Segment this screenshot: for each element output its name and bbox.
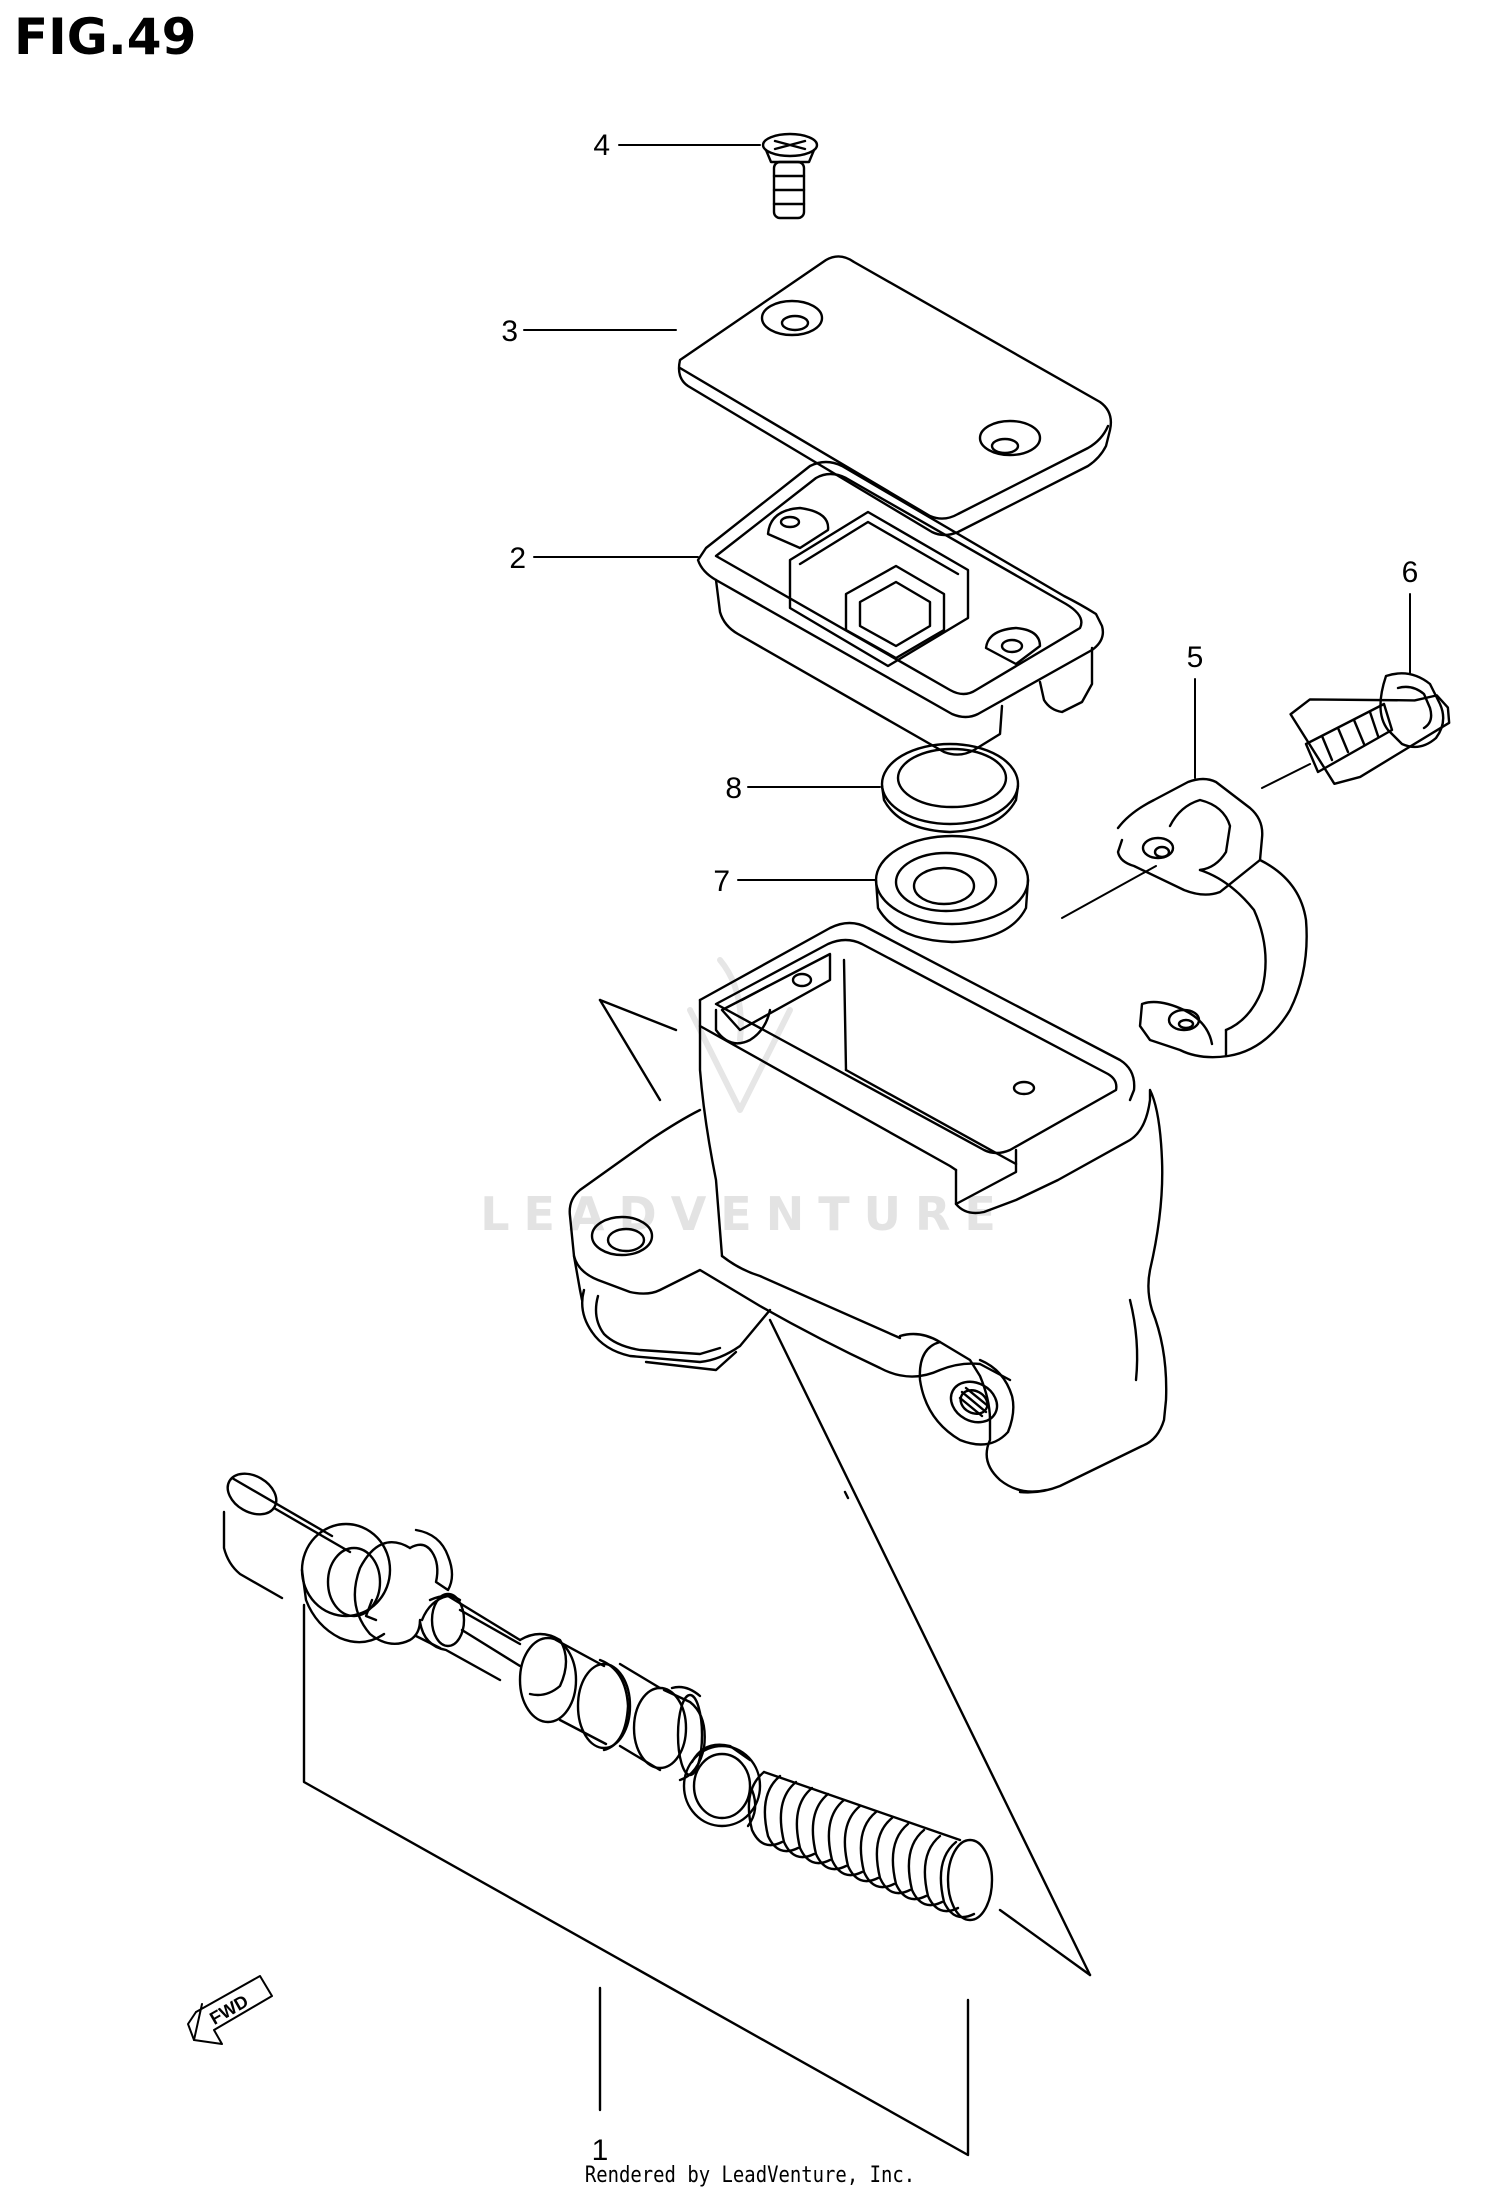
diaphragm-part-2: [696, 460, 1105, 756]
callout-7: 7: [713, 865, 730, 898]
callout-2: 2: [509, 542, 526, 575]
seal-part-7: [874, 834, 1030, 944]
callout-6: 6: [1402, 556, 1419, 589]
screw-part-4: [761, 132, 819, 220]
fwd-label: FWD: [206, 1991, 251, 2029]
master-cylinder-body: [568, 921, 1168, 1494]
watermark-text: LEADVENTURE: [480, 1187, 1010, 1241]
forward-direction-arrow: [187, 1975, 273, 2045]
assembly-leader-lines: [598, 998, 1092, 1977]
callout-3: 3: [501, 315, 518, 348]
reservoir-cap-part-3: [677, 255, 1113, 537]
footer-credit: Rendered by LeadVenture, Inc.: [584, 2163, 916, 2188]
callout-leaders: [523, 144, 1411, 919]
bolt-part-6: [1289, 672, 1451, 786]
o-ring-part-8: [880, 742, 1020, 834]
callout-4: 4: [593, 129, 610, 162]
figure-title: FIG.49: [14, 8, 197, 66]
part-1-bracket: [302, 1603, 970, 2157]
piston-kit-part-1: [222, 1472, 994, 1922]
callout-8: 8: [725, 772, 742, 805]
callout-5: 5: [1187, 641, 1204, 674]
clamp-part-5: [1116, 777, 1308, 1059]
callout-1: 1: [592, 2134, 609, 2167]
